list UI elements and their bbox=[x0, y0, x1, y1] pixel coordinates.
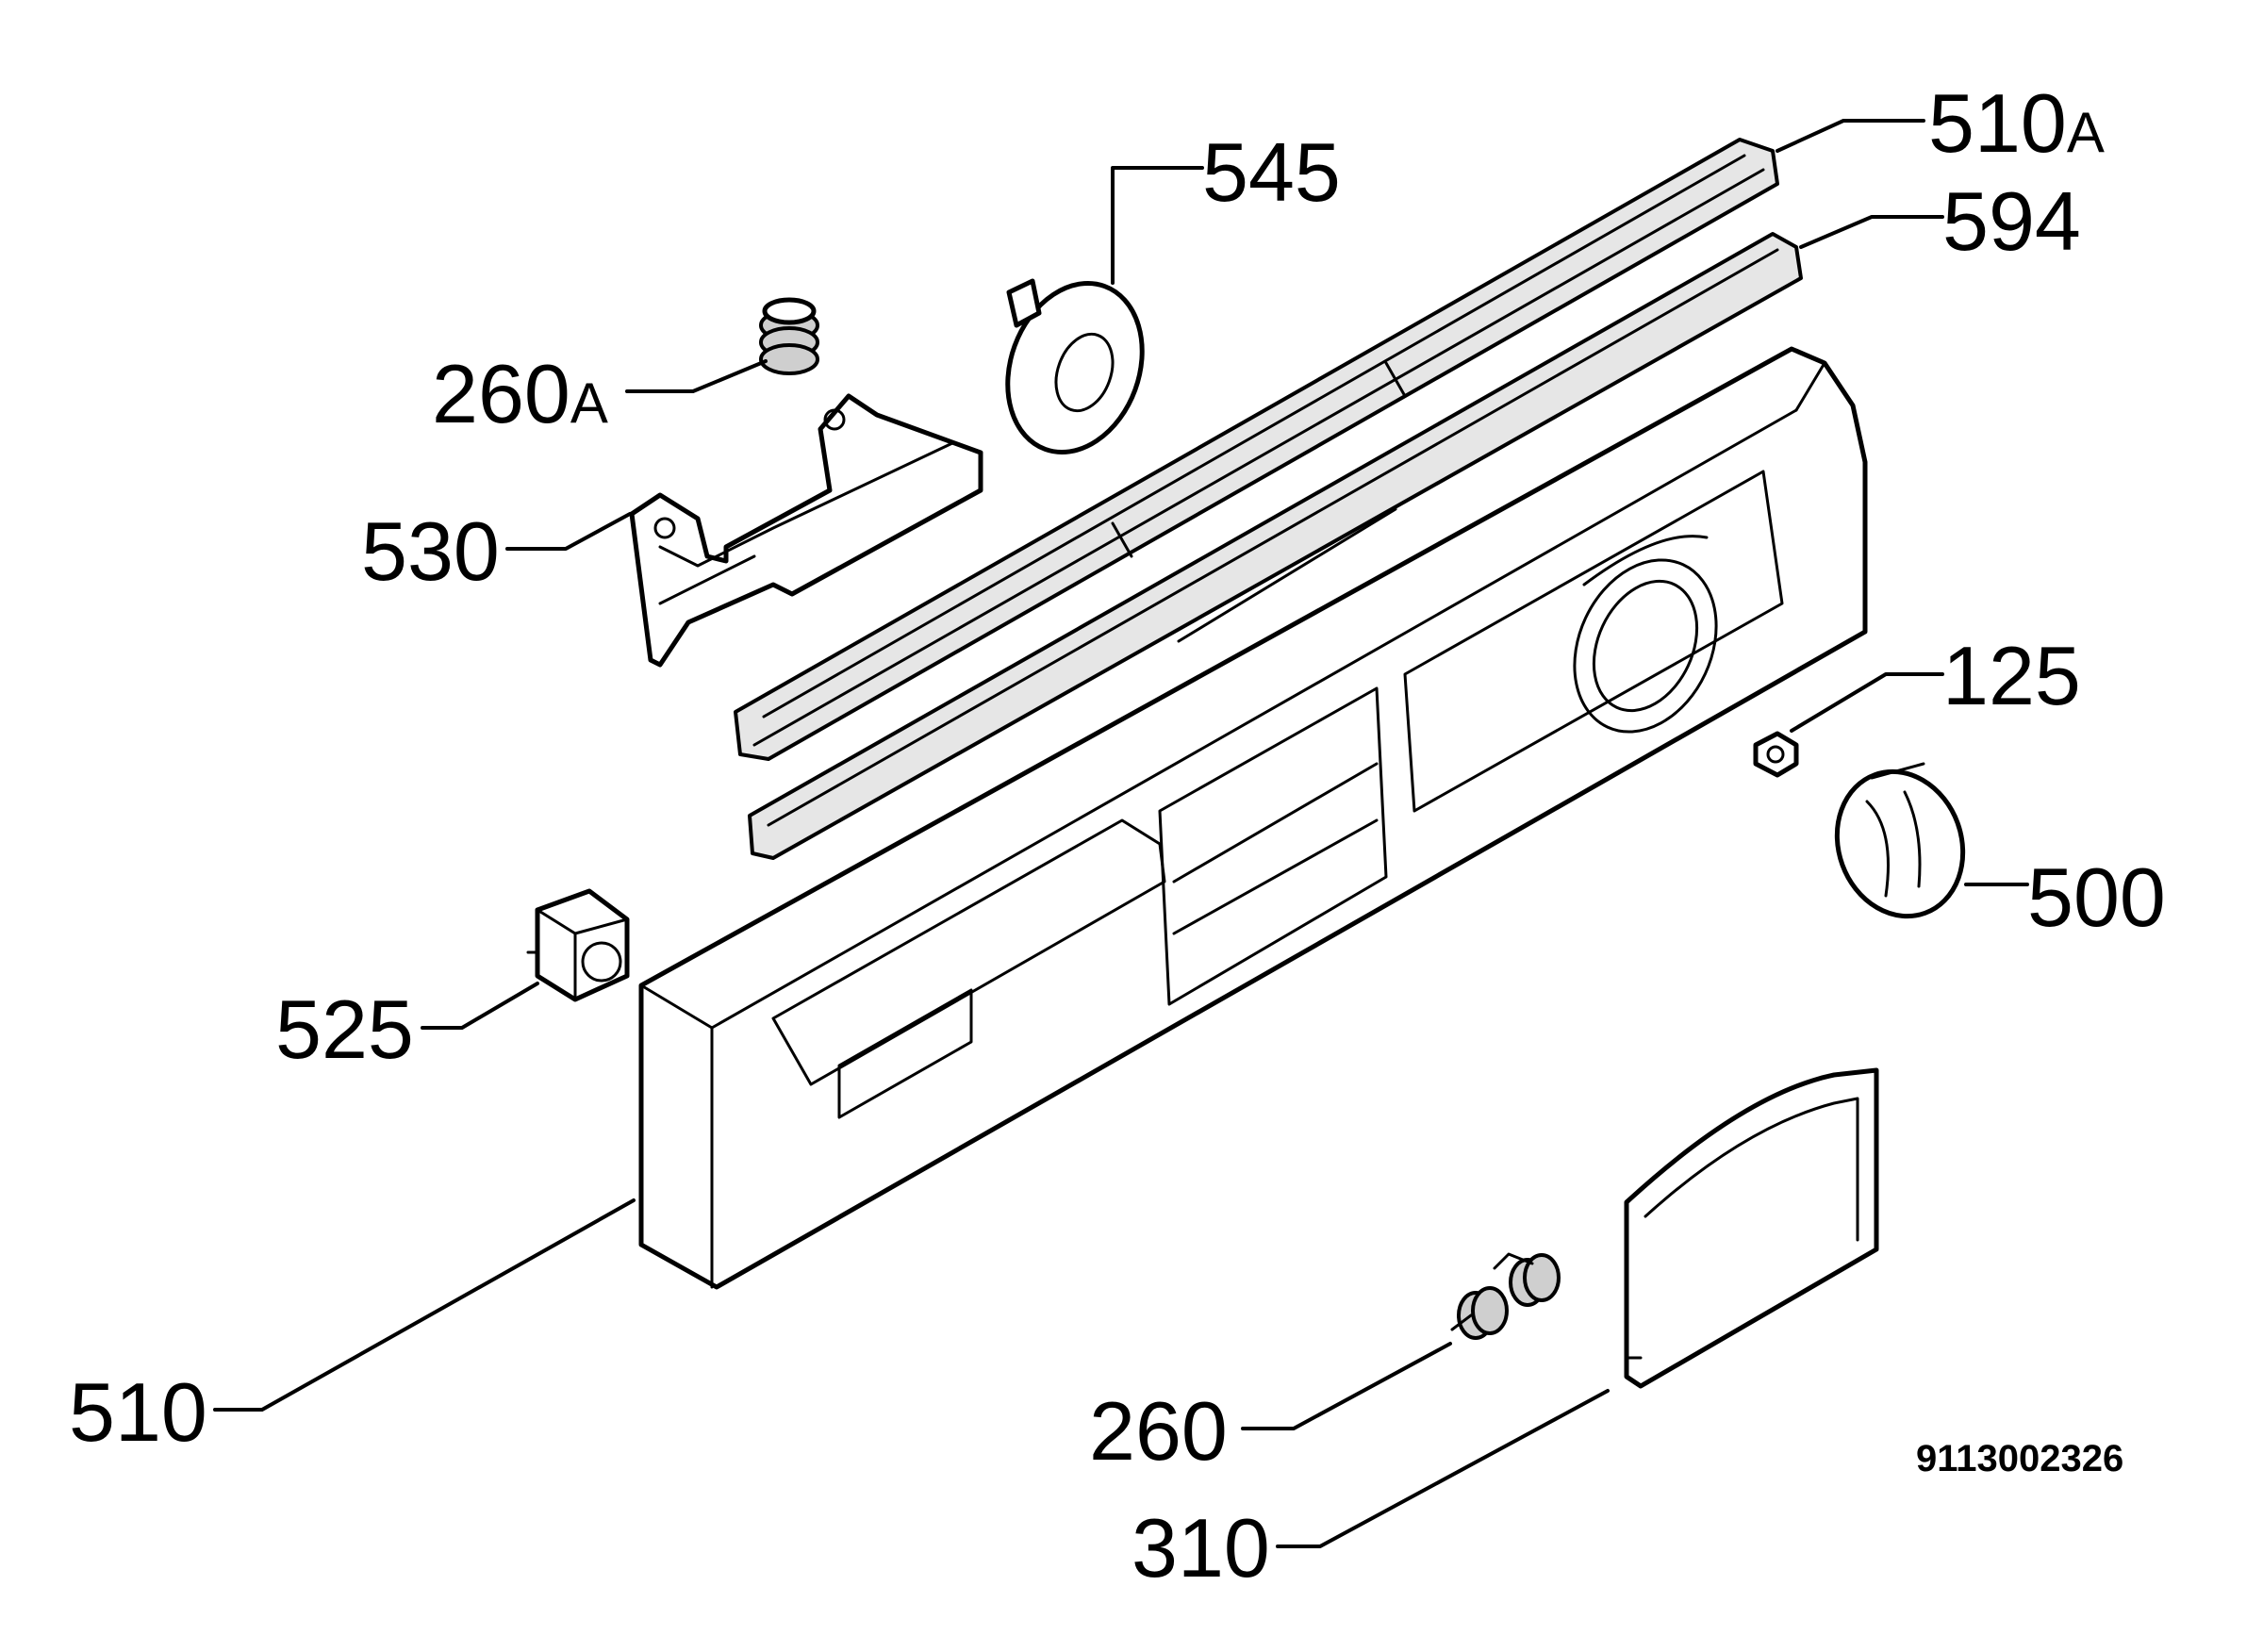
leader-lines bbox=[213, 119, 2029, 1548]
label-545: 545 bbox=[1202, 125, 1341, 219]
label-260a: 260A bbox=[432, 347, 608, 440]
label-310: 310 bbox=[1132, 1501, 1270, 1594]
label-530: 530 bbox=[361, 504, 500, 598]
part-510-control-panel bbox=[638, 346, 1868, 1290]
part-510a-trim-strip bbox=[734, 138, 1779, 761]
label-510a: 510A bbox=[1928, 76, 2105, 170]
label-510: 510 bbox=[69, 1365, 207, 1459]
part-500-knob bbox=[1834, 762, 1966, 919]
leader-530 bbox=[505, 512, 632, 551]
part-310-flap bbox=[1624, 1067, 1879, 1389]
leader-525 bbox=[421, 982, 539, 1030]
leader-125 bbox=[1790, 672, 1944, 733]
label-125: 125 bbox=[1942, 629, 2081, 722]
leader-594 bbox=[1799, 215, 1944, 249]
leader-510a bbox=[1776, 119, 1925, 153]
part-530-bracket bbox=[629, 393, 983, 668]
label-594: 594 bbox=[1942, 174, 2081, 268]
leader-510 bbox=[213, 1198, 636, 1412]
leader-260 bbox=[1241, 1342, 1452, 1430]
label-500: 500 bbox=[2027, 851, 2166, 944]
drawing-number: 9113002326 bbox=[1916, 1438, 2123, 1479]
part-260a-spring bbox=[759, 297, 819, 375]
part-545-dial-bezel bbox=[1005, 278, 1145, 455]
part-525-switch bbox=[526, 888, 630, 1002]
leader-310 bbox=[1276, 1389, 1610, 1548]
part-594-trim-strip bbox=[748, 232, 1803, 860]
leader-545 bbox=[1111, 166, 1204, 285]
leader-260a bbox=[625, 359, 768, 393]
part-125-nut bbox=[1753, 731, 1799, 778]
label-525: 525 bbox=[275, 983, 414, 1076]
part-260-springs bbox=[1450, 1252, 1561, 1340]
label-260: 260 bbox=[1089, 1384, 1228, 1478]
